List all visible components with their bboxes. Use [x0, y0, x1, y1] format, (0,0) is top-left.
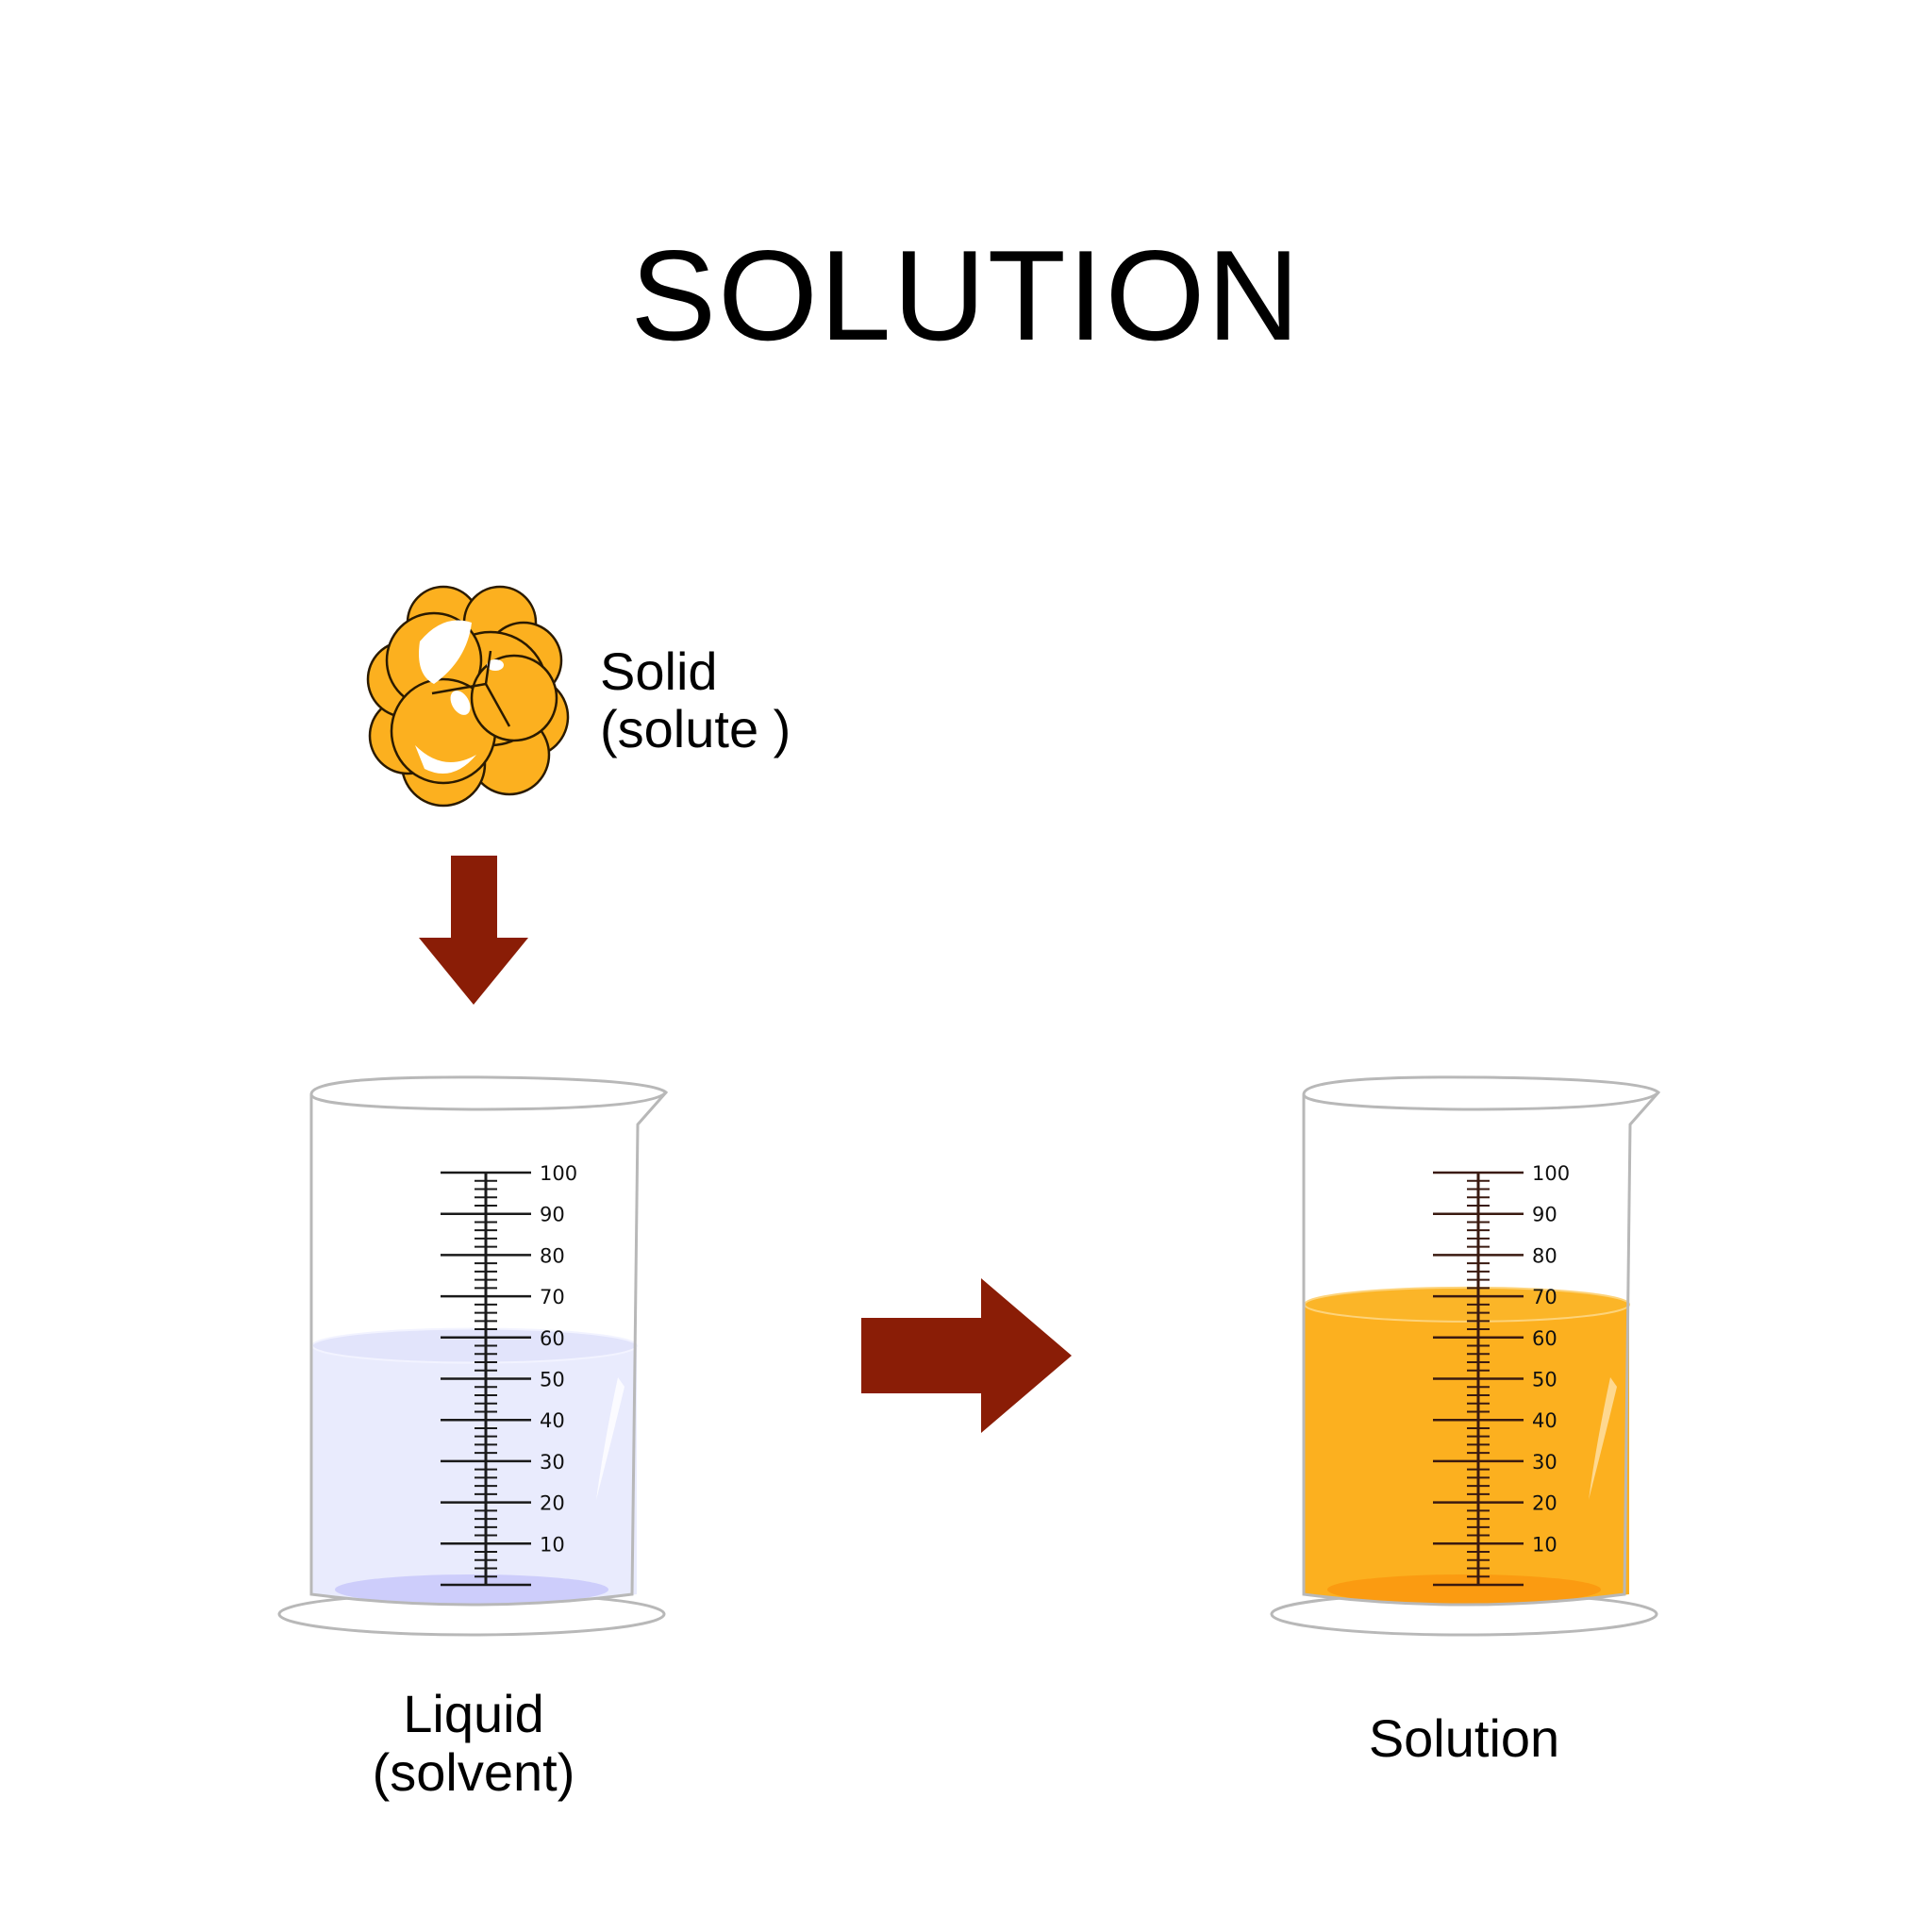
scale-label: 10 [540, 1533, 565, 1556]
scale-label: 60 [1532, 1327, 1557, 1350]
beaker-icon [1270, 1075, 1661, 1637]
page-title: SOLUTION [630, 224, 1301, 367]
solution-bottom-shade [1327, 1574, 1601, 1605]
solvent-label-line2: (solvent) [373, 1742, 575, 1802]
solution-beaker: 100 90 80 70 60 50 40 30 20 10 [1270, 1075, 1661, 1637]
solvent-liquid [312, 1345, 637, 1605]
solute-label-line1: Solid [600, 641, 718, 701]
scale-label: 70 [540, 1286, 565, 1308]
scale-label: 20 [540, 1492, 565, 1515]
solvent-beaker: 100 90 80 70 60 50 40 30 20 10 [277, 1075, 669, 1637]
solution-label: Solution [1369, 1708, 1559, 1768]
scale-label: 30 [1532, 1451, 1557, 1474]
solute-crystal-icon [366, 585, 570, 808]
scale-label: 100 [540, 1162, 577, 1185]
scale-label: 40 [1532, 1409, 1557, 1432]
down-arrow-icon [419, 856, 528, 1005]
solvent-scale: 100 90 80 70 60 50 40 30 20 10 [441, 1162, 577, 1587]
scale-label: 80 [1532, 1244, 1557, 1267]
scale-label: 60 [540, 1327, 565, 1350]
solvent-label-line1: Liquid [403, 1684, 543, 1743]
solvent-bottom-shade [335, 1574, 608, 1605]
scale-label: 100 [1532, 1162, 1570, 1185]
solute-label-line2: (solute ) [600, 699, 791, 758]
scale-label: 50 [540, 1369, 565, 1391]
solution-liquid [1305, 1304, 1629, 1605]
beaker-icon [277, 1075, 669, 1637]
scale-label: 30 [540, 1451, 565, 1474]
scale-label: 90 [1532, 1204, 1557, 1226]
scale-label: 90 [540, 1204, 565, 1226]
scale-label: 20 [1532, 1492, 1557, 1515]
scale-label: 10 [1532, 1533, 1557, 1556]
scale-label: 80 [540, 1244, 565, 1267]
solution-scale: 100 90 80 70 60 50 40 30 20 10 [1433, 1162, 1570, 1587]
right-arrow-icon [861, 1278, 1072, 1433]
scale-label: 70 [1532, 1286, 1557, 1308]
scale-label: 50 [1532, 1369, 1557, 1391]
scale-label: 40 [540, 1409, 565, 1432]
